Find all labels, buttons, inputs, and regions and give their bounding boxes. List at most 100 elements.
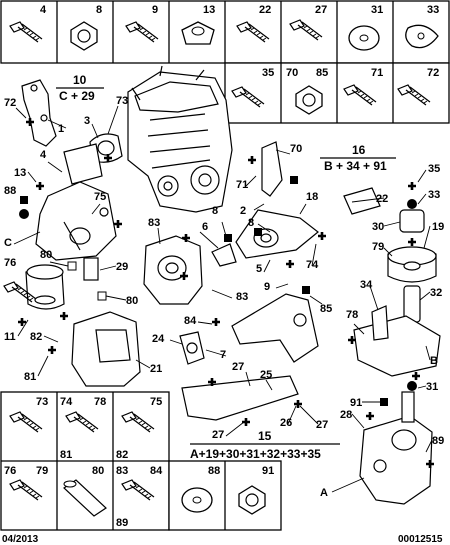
header-cell-label: 9	[152, 4, 158, 16]
upper-cell-label: 85	[316, 67, 328, 79]
header-cell-label: 22	[259, 4, 271, 16]
callout-label: 5	[256, 263, 262, 275]
callout-label: 76	[4, 257, 16, 269]
callout-label: 27	[316, 419, 328, 431]
group-15: 15 A+19+30+31+32+33+35	[190, 429, 340, 461]
callout-label: 29	[116, 261, 128, 273]
group-formula: C + 29	[59, 89, 95, 103]
callout-label: 9	[264, 281, 270, 293]
callout-label: 75	[94, 191, 106, 203]
callout-label: 28	[340, 409, 352, 421]
grid-cell-label: 79	[36, 465, 48, 477]
callout-label: 91	[350, 397, 362, 409]
callout-label: 70	[290, 143, 302, 155]
callout-label: 80	[126, 295, 138, 307]
header-cell-label: 13	[203, 4, 215, 16]
callout-label: 30	[372, 221, 384, 233]
callout-label: 24	[152, 333, 165, 345]
callout-label: 89	[432, 435, 444, 447]
callout-label: 35	[428, 163, 440, 175]
header-cell-label: 31	[371, 4, 383, 16]
callout-labels: 72 1 73 3 4 13 88 75 C 80 76 29 80 11 82…	[4, 95, 444, 499]
callout-label: 19	[432, 221, 444, 233]
grid-cell-label: 83	[116, 465, 128, 477]
group-formula: B + 34 + 91	[324, 159, 387, 173]
callout-label: 26	[280, 417, 292, 429]
sleeve-icon	[63, 479, 107, 517]
tab-washer-icon	[405, 24, 439, 49]
footer-reference: 00012515	[398, 534, 443, 545]
callout-label: 21	[150, 363, 162, 375]
callout-label: 32	[430, 287, 442, 299]
callout-label: 88	[4, 185, 16, 197]
grid-cell-label: 84	[150, 465, 163, 477]
callout-label: 82	[30, 331, 42, 343]
grid-cell-label: 74	[60, 396, 73, 408]
callout-label: 79	[372, 241, 384, 253]
callout-label: 80	[40, 249, 52, 261]
callout-label: 31	[426, 381, 438, 393]
footer: 04/2013 00012515	[2, 534, 443, 545]
bottom-parts-grid: 73 74 78 81 75 82 76 79 80 83 84 89 88 9…	[0, 391, 282, 531]
group-title: 15	[258, 429, 272, 443]
callout-label: 8	[248, 217, 254, 229]
grid-cell-label: 80	[92, 465, 104, 477]
callout-label: B	[430, 355, 438, 367]
callout-label: 34	[360, 279, 373, 291]
header-cell-label: 8	[96, 4, 102, 16]
washer-icon	[348, 25, 380, 51]
callout-label: 33	[428, 189, 440, 201]
upper-right-parts-strip: 35 70 85 71 72	[224, 62, 450, 124]
callout-label: C	[4, 237, 12, 249]
header-cell-label: 27	[315, 4, 327, 16]
engine-illustration	[127, 65, 233, 213]
callout-label: 3	[84, 115, 90, 127]
callout-label: 27	[212, 429, 224, 441]
callout-label: 8	[212, 205, 218, 217]
footer-date: 04/2013	[2, 534, 39, 545]
callout-label: 83	[236, 291, 248, 303]
callout-label: 83	[148, 217, 160, 229]
right-mount-parts	[353, 209, 441, 505]
callout-label: 72	[4, 97, 16, 109]
cage-nut-icon	[181, 21, 215, 45]
callout-label: 2	[240, 205, 246, 217]
callout-label: 71	[236, 179, 248, 191]
upper-cell-label: 72	[427, 67, 439, 79]
callout-label: 81	[24, 371, 36, 383]
callout-label: 73	[116, 95, 128, 107]
callout-label: 18	[306, 191, 318, 203]
washer-icon	[181, 487, 213, 513]
upper-cell-label: 71	[371, 67, 383, 79]
header-cell-label: 4	[40, 4, 47, 16]
upper-cell-label: 70	[286, 67, 298, 79]
grid-cell-label: 78	[94, 396, 106, 408]
grid-cell-label: 75	[150, 396, 162, 408]
middle-mount-parts	[143, 141, 381, 421]
grid-cell-label: 89	[116, 517, 128, 529]
callout-label: 4	[40, 149, 47, 161]
group-title: 10	[73, 73, 87, 87]
grid-cell-label: 76	[4, 465, 16, 477]
callout-label: 22	[376, 193, 388, 205]
left-mount-parts	[21, 79, 141, 387]
callout-label: 6	[202, 221, 208, 233]
callout-label: 25	[260, 369, 272, 381]
group-title: 16	[352, 143, 366, 157]
header-parts-strip: 4 8 9 13 22 27 31 33	[0, 0, 450, 64]
callout-label: A	[320, 487, 328, 499]
upper-cell-label: 35	[262, 67, 274, 79]
grid-cell-label: 88	[208, 465, 220, 477]
leader-lines	[13, 105, 433, 493]
callout-label: 11	[4, 331, 16, 343]
callout-label: 27	[232, 361, 244, 373]
grid-cell-label: 81	[60, 449, 72, 461]
callout-label: 13	[14, 167, 26, 179]
callout-label: 85	[320, 303, 332, 315]
header-cell-label: 33	[427, 4, 439, 16]
group-formula: A+19+30+31+32+33+35	[190, 447, 321, 461]
callout-label: 84	[184, 315, 197, 327]
marker-symbols	[16, 116, 436, 470]
grid-cell-label: 73	[36, 396, 48, 408]
